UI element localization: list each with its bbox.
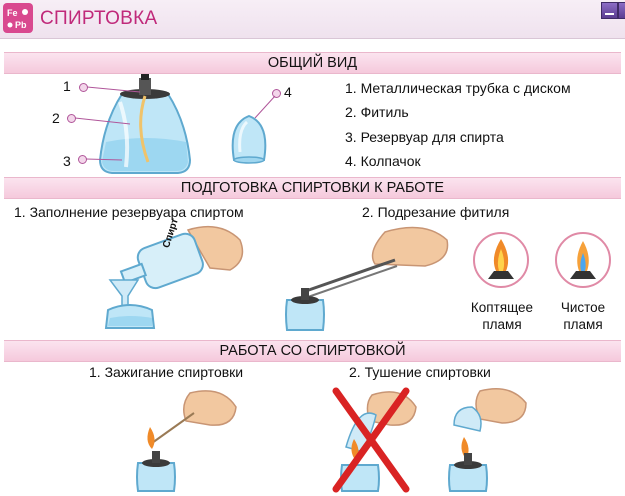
correct-extinguish-illustration	[448, 388, 527, 492]
clean-flame-caption: Чистое пламя	[560, 300, 606, 332]
smoky-flame-icon	[473, 232, 529, 288]
title-bar: Fe Pb СПИРТОВКА	[0, 0, 625, 39]
svg-text:Fe: Fe	[7, 8, 18, 18]
callout-number: 1	[63, 78, 71, 94]
section-general-title: ОБЩИЙ ВИД	[4, 52, 621, 74]
legend-item: 3. Резервуар для спирта	[345, 129, 504, 145]
app-title: СПИРТОВКА	[40, 8, 158, 29]
smoky-flame-caption: Коптящее пламя	[470, 300, 534, 332]
work-step-2: 2. Тушение спиртовки	[349, 364, 491, 380]
svg-text:Pb: Pb	[15, 20, 27, 30]
filling-illustration	[104, 225, 244, 329]
cap-illustration	[231, 114, 267, 164]
minimize-icon[interactable]	[601, 2, 618, 19]
work-step-1: 1. Зажигание спиртовки	[89, 364, 244, 380]
spirit-lamp-diagram	[98, 74, 192, 174]
prep-step-1: 1. Заполнение резервуара спиртом	[14, 204, 244, 220]
callout-number: 3	[63, 153, 71, 169]
wrong-extinguish-illustration	[332, 387, 417, 493]
fe-pb-logo-icon: Fe Pb	[3, 3, 33, 33]
clean-flame-icon	[555, 232, 611, 288]
prep-step-2: 2. Подрезание фитиля	[362, 204, 510, 220]
callout-number: 2	[52, 110, 60, 126]
section-preparation-title: ПОДГОТОВКА СПИРТОВКИ К РАБОТЕ	[4, 177, 621, 199]
legend-item: 1. Металлическая трубка с диском	[345, 80, 571, 96]
callout-number: 4	[284, 84, 292, 100]
lighting-illustration	[136, 390, 237, 492]
callout-pin	[272, 89, 281, 98]
legend-item: 4. Колпачок	[345, 153, 421, 169]
legend-item: 2. Фитиль	[345, 104, 409, 120]
section-work-title: РАБОТА СО СПИРТОВКОЙ	[4, 340, 621, 362]
trimming-illustration	[285, 226, 449, 331]
close-icon[interactable]	[618, 2, 625, 19]
